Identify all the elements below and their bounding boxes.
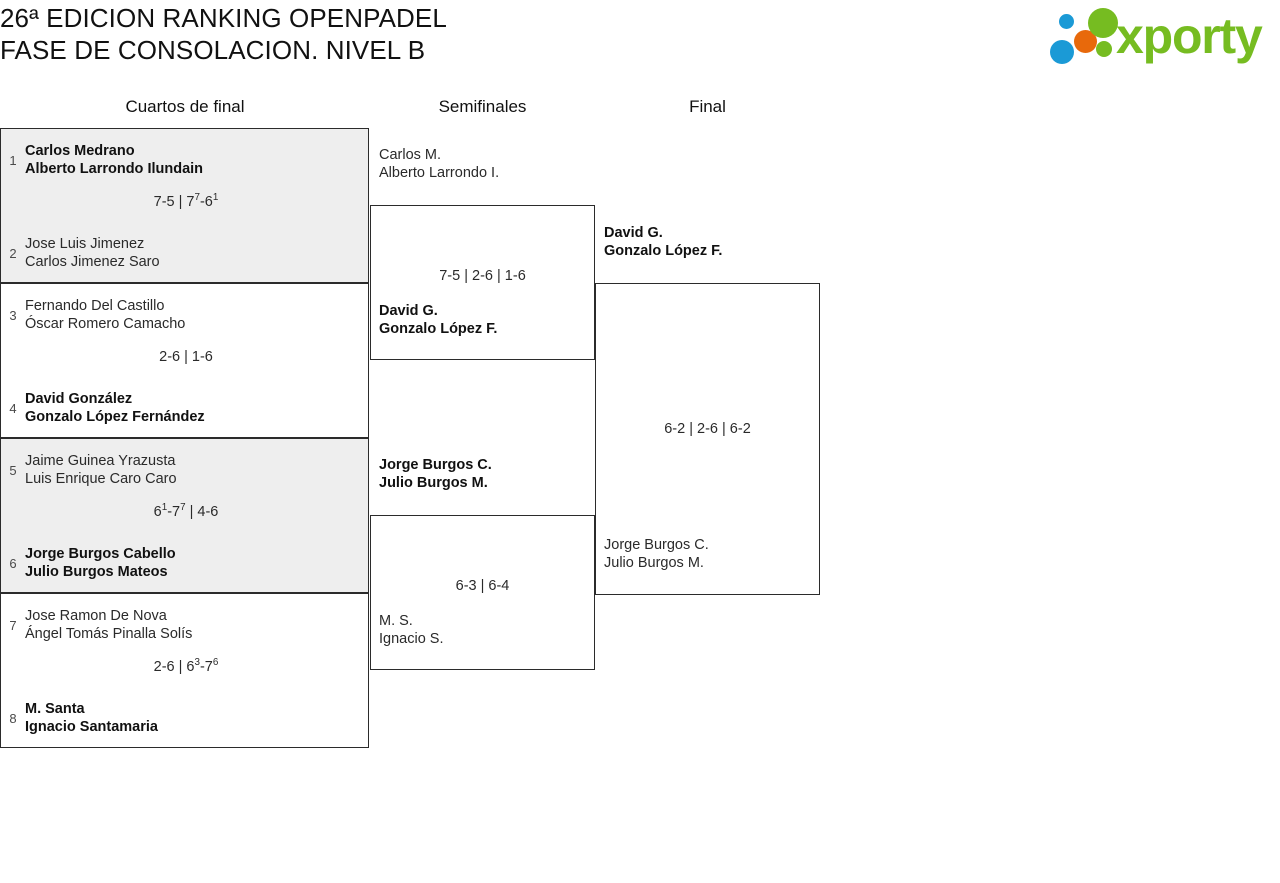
match-semifinal-1[interactable]: Carlos M. Alberto Larrondo I. 7-5 | 2-6 … (370, 147, 595, 360)
player-name: Jaime Guinea Yrazusta (25, 453, 176, 469)
player-name: Jose Ramon De Nova (25, 608, 167, 624)
match-team-top[interactable]: Jorge Burgos C. Julio Burgos M. (379, 456, 589, 492)
match-quarterfinal-4[interactable]: 7 Jose Ramon De Nova Ángel Tomás Pinalla… (0, 593, 369, 748)
match-semifinal-2[interactable]: Jorge Burgos C. Julio Burgos M. 6-3 | 6-… (370, 457, 595, 670)
player-name: Gonzalo López F. (379, 321, 498, 337)
team-names: Jose Luis Jimenez Carlos Jimenez Saro (25, 235, 370, 271)
logo-dot-blue-small (1059, 14, 1074, 29)
match-team-top[interactable]: 1 Carlos Medrano Alberto Larrondo Ilunda… (1, 137, 370, 183)
match-quarterfinal-3[interactable]: 5 Jaime Guinea Yrazusta Luis Enrique Car… (0, 438, 369, 593)
logo-dot-orange (1074, 30, 1097, 53)
match-team-top[interactable]: 7 Jose Ramon De Nova Ángel Tomás Pinalla… (1, 602, 370, 648)
player-name: Julio Burgos M. (379, 475, 488, 491)
player-name: Carlos Jimenez Saro (25, 254, 160, 270)
match-team-top[interactable]: Carlos M. Alberto Larrondo I. (379, 146, 589, 182)
player-name: Fernando Del Castillo (25, 298, 165, 314)
match-team-bottom[interactable]: Jorge Burgos C. Julio Burgos M. (604, 536, 816, 572)
match-team-top[interactable]: David G. Gonzalo López F. (604, 224, 816, 260)
match-team-bottom[interactable]: 2 Jose Luis Jimenez Carlos Jimenez Saro (1, 230, 370, 276)
team-names: Jose Ramon De Nova Ángel Tomás Pinalla S… (25, 607, 370, 643)
player-name: Gonzalo López F. (604, 243, 723, 259)
page-title: 26ª EDICION RANKING OPENPADEL FASE DE CO… (0, 2, 900, 66)
seed-number: 1 (9, 152, 17, 168)
team-names: David González Gonzalo López Fernández (25, 390, 370, 426)
seed-number: 8 (9, 710, 17, 726)
team-names: M. Santa Ignacio Santamaria (25, 700, 370, 736)
player-name: David G. (379, 303, 438, 319)
round-header-semifinals: Semifinales (438, 97, 527, 116)
logo-dots-icon (1050, 8, 1122, 64)
player-name: Óscar Romero Camacho (25, 316, 186, 332)
match-team-bottom[interactable]: M. S. Ignacio S. (379, 612, 589, 648)
player-name: Luis Enrique Caro Caro (25, 471, 177, 487)
match-team-bottom[interactable]: 4 David González Gonzalo López Fernández (1, 385, 370, 431)
match-quarterfinal-1[interactable]: 1 Carlos Medrano Alberto Larrondo Ilunda… (0, 128, 369, 283)
team-names: Fernando Del Castillo Óscar Romero Camac… (25, 297, 370, 333)
logo-dot-green-small (1096, 41, 1112, 57)
team-names: Carlos Medrano Alberto Larrondo Ilundain (25, 142, 370, 178)
round-header-quarterfinals: Cuartos de final (125, 97, 245, 116)
team-names: Jaime Guinea Yrazusta Luis Enrique Caro … (25, 452, 370, 488)
match-score: 61-77 | 4-6 (153, 502, 219, 520)
player-name: M. Santa (25, 701, 85, 717)
player-name: Carlos M. (379, 147, 442, 163)
seed-number: 6 (9, 555, 17, 571)
seed-number: 3 (9, 307, 17, 323)
logo-wordmark: xporty (1116, 8, 1263, 64)
match-score: 2-6 | 63-76 (153, 657, 219, 675)
match-team-bottom[interactable]: 8 M. Santa Ignacio Santamaria (1, 695, 370, 741)
player-name: Julio Burgos M. (604, 555, 704, 571)
match-team-bottom[interactable]: 6 Jorge Burgos Cabello Julio Burgos Mate… (1, 540, 370, 586)
match-team-bottom[interactable]: David G. Gonzalo López F. (379, 302, 589, 338)
player-name: M. S. (379, 613, 413, 629)
player-name: Ignacio Santamaria (25, 719, 158, 735)
player-name: David G. (604, 225, 663, 241)
seed-number: 4 (9, 400, 17, 416)
player-name: Alberto Larrondo Ilundain (25, 161, 204, 177)
player-name: Ignacio S. (379, 631, 444, 647)
match-quarterfinal-2[interactable]: 3 Fernando Del Castillo Óscar Romero Cam… (0, 283, 369, 438)
seed-number: 2 (9, 245, 17, 261)
logo-dot-green-large (1088, 8, 1118, 38)
round-header-final: Final (689, 97, 726, 116)
match-score: 7-5 | 77-61 (153, 192, 219, 210)
player-name: Jorge Burgos C. (604, 537, 709, 553)
logo-dot-blue-large (1050, 40, 1074, 64)
match-score: 6-2 | 2-6 | 6-2 (664, 421, 751, 437)
xporty-logo[interactable]: xporty (1050, 4, 1276, 68)
tournament-bracket: 1 Carlos Medrano Alberto Larrondo Ilunda… (0, 128, 900, 768)
seed-number: 7 (9, 617, 17, 633)
match-score: 6-3 | 6-4 (455, 578, 510, 594)
match-score: 2-6 | 1-6 (159, 349, 213, 365)
seed-number: 5 (9, 462, 17, 478)
tournament-name: 26ª EDICION RANKING OPENPADEL (0, 3, 447, 33)
player-name: Carlos Medrano (25, 143, 135, 159)
player-name: Ángel Tomás Pinalla Solís (25, 626, 193, 642)
player-name: Jorge Burgos C. (379, 457, 492, 473)
match-score: 7-5 | 2-6 | 1-6 (439, 268, 526, 284)
match-final[interactable]: David G. Gonzalo López F. 6-2 | 2-6 | 6-… (595, 225, 820, 595)
player-name: Jose Luis Jimenez (25, 236, 145, 252)
player-name: David González (25, 391, 133, 407)
player-name: Jorge Burgos Cabello (25, 546, 176, 562)
player-name: Alberto Larrondo I. (379, 165, 500, 181)
tournament-phase: FASE DE CONSOLACION. NIVEL B (0, 35, 426, 65)
match-team-top[interactable]: 5 Jaime Guinea Yrazusta Luis Enrique Car… (1, 447, 370, 493)
match-team-top[interactable]: 3 Fernando Del Castillo Óscar Romero Cam… (1, 292, 370, 338)
player-name: Gonzalo López Fernández (25, 409, 205, 425)
team-names: Jorge Burgos Cabello Julio Burgos Mateos (25, 545, 370, 581)
player-name: Julio Burgos Mateos (25, 564, 168, 580)
